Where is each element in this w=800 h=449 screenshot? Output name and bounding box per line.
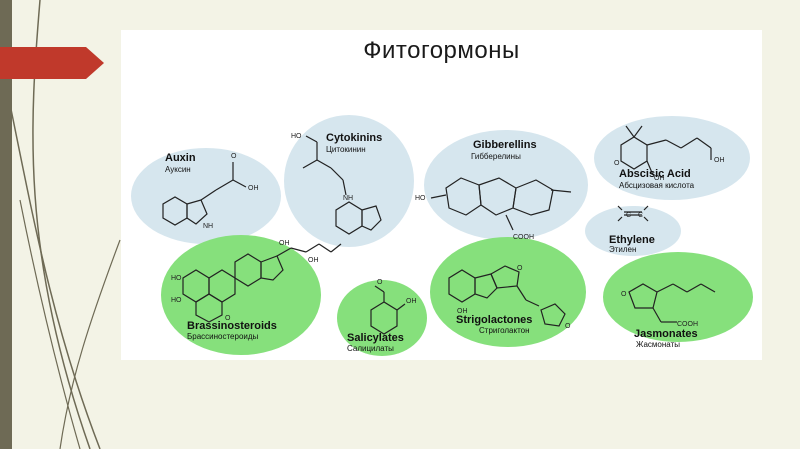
- abscisic-o-label: O: [614, 160, 620, 167]
- cytokinins-name: Cytokinins: [326, 132, 382, 144]
- gibberellins-cooh-label: COOH: [513, 234, 534, 241]
- brassinosteroids-o-label: O: [225, 315, 231, 322]
- brassinosteroids-name: Brassinosteroids: [187, 320, 277, 332]
- brassinosteroids-oh2-label: OH: [308, 257, 319, 264]
- salicylates-o-label: O: [377, 279, 383, 286]
- ethylene-structure-icon: [617, 205, 649, 222]
- strigolactones-o2-label: O: [565, 323, 571, 330]
- abscisic-name-ru: Абсцизовая кислота: [619, 181, 695, 190]
- strigolactones-oh-label: OH: [457, 308, 468, 315]
- auxin-nh-label: NH: [203, 223, 213, 230]
- brassinosteroids-name-ru: Брассиностероиды: [187, 332, 259, 341]
- ethylene-name: Ethylene: [609, 234, 655, 246]
- auxin-oh-label: OH: [248, 185, 259, 192]
- gibberellins-ho-label: HO: [415, 195, 426, 202]
- strigolactones-name-ru: Стриголактон: [479, 326, 530, 335]
- salicylates-structure-icon: [370, 285, 406, 335]
- hormones-diagram: O OH NH HO NH HO COOH O OH OH C C HO HO …: [131, 115, 753, 356]
- abscisic-oh2-label: OH: [714, 157, 725, 164]
- jasmonates-o-label: O: [621, 291, 627, 298]
- salicylates-oh-label: OH: [406, 298, 417, 305]
- auxin-name-ru: Ауксин: [165, 165, 191, 174]
- title-arrow-icon: [0, 47, 104, 79]
- blob-strigolactones: [430, 237, 586, 347]
- auxin-name: Auxin: [165, 152, 196, 164]
- blob-salicylates: [337, 280, 427, 356]
- jasmonates-cooh-label: COOH: [677, 321, 698, 328]
- left-accent-bar: [0, 0, 12, 449]
- auxin-o-label: O: [231, 153, 237, 160]
- ethylene-name-ru: Этилен: [609, 245, 636, 254]
- gibberellins-name: Gibberellins: [473, 139, 537, 151]
- brassinosteroids-ho2-label: HO: [171, 297, 182, 304]
- brassinosteroids-structure-icon: [182, 243, 342, 323]
- jasmonates-structure-icon: [628, 283, 716, 323]
- brassinosteroids-ho-label: HO: [171, 275, 182, 282]
- diagram-panel: Фитогормоны: [121, 30, 762, 360]
- salicylates-name: Salicylates: [347, 332, 404, 344]
- abscisic-structure-icon: [620, 125, 712, 176]
- abscisic-oh-label: OH: [654, 175, 665, 182]
- ethylene-c2-label: C: [638, 212, 643, 219]
- cytokinins-structure-icon: [302, 135, 382, 235]
- cytokinins-nh-label: NH: [343, 195, 353, 202]
- strigolactones-name: Strigolactones: [456, 314, 532, 326]
- salicylates-name-ru: Салицилаты: [347, 344, 394, 353]
- strigolactones-structure-icon: [448, 265, 566, 327]
- blob-ethylene: [585, 206, 681, 256]
- gibberellins-name-ru: Гибберелины: [471, 152, 521, 161]
- auxin-structure-icon: [162, 162, 247, 226]
- abscisic-name: Abscisic Acid: [619, 168, 691, 180]
- page-title: Фитогормоны: [363, 37, 520, 64]
- jasmonates-name: Jasmonates: [634, 328, 698, 340]
- ethylene-c-label: C: [626, 212, 631, 219]
- jasmonates-name-ru: Жасмонаты: [636, 340, 680, 349]
- strigolactones-o-label: O: [517, 265, 523, 272]
- blob-gibberellins: [424, 130, 588, 240]
- blob-jasmonates: [603, 252, 753, 342]
- gibberellins-structure-icon: [430, 177, 572, 231]
- cytokinins-name-ru: Цитокинин: [326, 145, 366, 154]
- cytokinins-ho-label: HO: [291, 133, 302, 140]
- brassinosteroids-oh-label: OH: [279, 240, 290, 247]
